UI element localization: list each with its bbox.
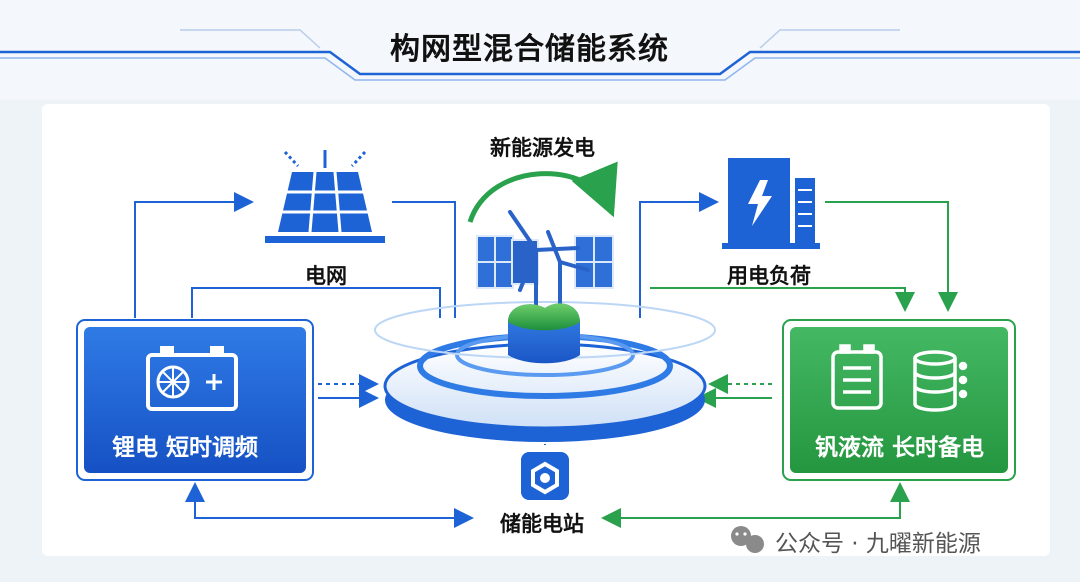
storage-station-icon <box>521 432 569 500</box>
solar-modules-icon <box>476 235 614 289</box>
battery-icon <box>146 346 238 411</box>
lithium-label: 锂电 短时调频 <box>112 435 259 461</box>
connector-load-vanadium <box>825 201 958 312</box>
wind-turbine-icon <box>508 210 590 322</box>
tank-icon <box>831 344 883 410</box>
flow-stack-icon <box>913 350 968 412</box>
load-label: 用电负荷 <box>727 264 811 288</box>
lithium-storage-box <box>76 319 314 481</box>
header-decoration <box>0 0 1080 100</box>
core-storage-block <box>508 303 580 364</box>
watermark-text: 公众号 · 九曜新能源 <box>775 531 981 557</box>
connector-center-load <box>639 192 719 318</box>
connector-center-vanadium <box>650 287 915 312</box>
page-title: 构网型混合储能系统 <box>390 32 669 67</box>
station-label: 储能电站 <box>500 512 584 536</box>
connector-lithium-center <box>191 287 441 318</box>
wechat-icon <box>731 526 764 553</box>
central-platform <box>374 210 716 442</box>
connector-grid-center <box>392 201 456 318</box>
building-icon <box>722 158 820 249</box>
renewable-label: 新能源发电 <box>490 136 595 160</box>
connectors <box>134 161 958 528</box>
renewable-flow-arrow <box>467 161 618 223</box>
connector-lithium-grid <box>134 192 254 318</box>
grid-label: 电网 <box>305 264 347 288</box>
vanadium-label: 钒液流 长时备电 <box>815 435 985 461</box>
solar-panel-icon <box>265 150 385 243</box>
vanadium-storage-box <box>782 319 1016 481</box>
